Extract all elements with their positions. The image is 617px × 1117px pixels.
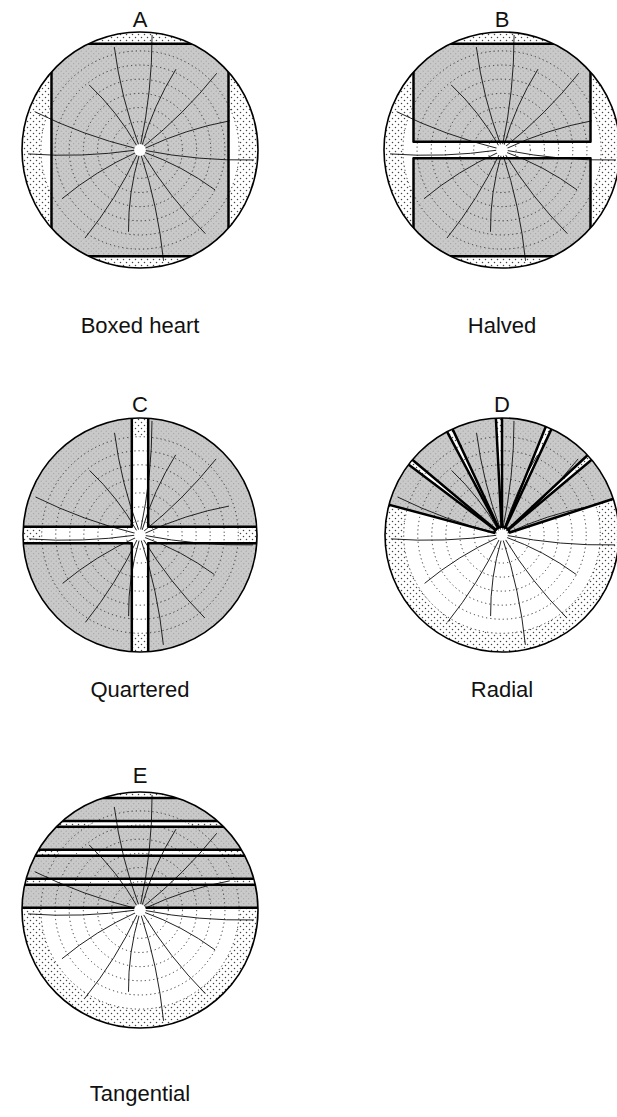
panel-letter: A (133, 8, 148, 32)
panel-caption: Boxed heart (81, 314, 200, 338)
panel-caption: Tangential (90, 1082, 190, 1106)
panel-letter: C (132, 393, 148, 417)
panel-caption: Halved (468, 314, 536, 338)
log-section (20, 30, 260, 270)
panel-letter: D (494, 393, 510, 417)
log-section (382, 30, 617, 270)
log-section (378, 406, 617, 654)
panel-caption: Radial (471, 678, 533, 702)
panel-caption: Quartered (90, 678, 189, 702)
panel-letter: B (495, 8, 510, 32)
log-section (10, 790, 270, 1030)
log-section (11, 406, 268, 663)
panel-letter: E (133, 764, 148, 788)
